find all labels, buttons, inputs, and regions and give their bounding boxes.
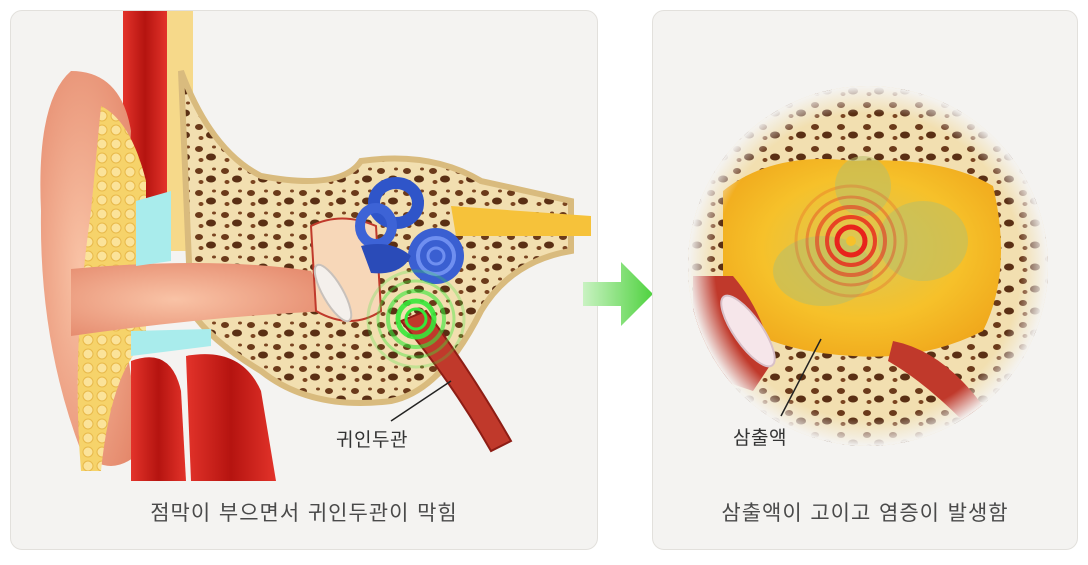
lower-muscle-right (186, 354, 276, 481)
right-caption: 삼출액이 고이고 염증이 발생함 (721, 501, 1009, 525)
middle-ear-closeup-illustration (688, 86, 1048, 446)
canal-highlight (131, 329, 211, 356)
left-caption: 점막이 부으면서 귀인두관이 막힘 (150, 501, 458, 525)
eustachian-tube-label: 귀인두관 (336, 429, 408, 451)
vignette (688, 86, 1048, 446)
right-arrow-icon (583, 262, 653, 326)
cartilage-highlight (136, 191, 171, 266)
inner-ear (355, 177, 464, 284)
tube-pointer-line (390, 380, 452, 422)
effusion-label: 삼출액 (733, 427, 787, 449)
ear-blocked-panel: 귀인두관 점막이 부으면서 귀인두관이 막힘 (10, 10, 598, 550)
ear-cross-section-illustration (40, 11, 591, 481)
ear-canal (71, 262, 331, 336)
inflammation-rings (794, 184, 908, 298)
lower-muscle-left (131, 357, 186, 481)
auditory-nerve (451, 206, 591, 236)
eardrum (313, 263, 353, 323)
blockage-rings (366, 269, 466, 369)
fluid-pointer-line (780, 338, 822, 417)
ear-inflamed-panel: 삼출액 삼출액이 고이고 염증이 발생함 (652, 10, 1078, 550)
